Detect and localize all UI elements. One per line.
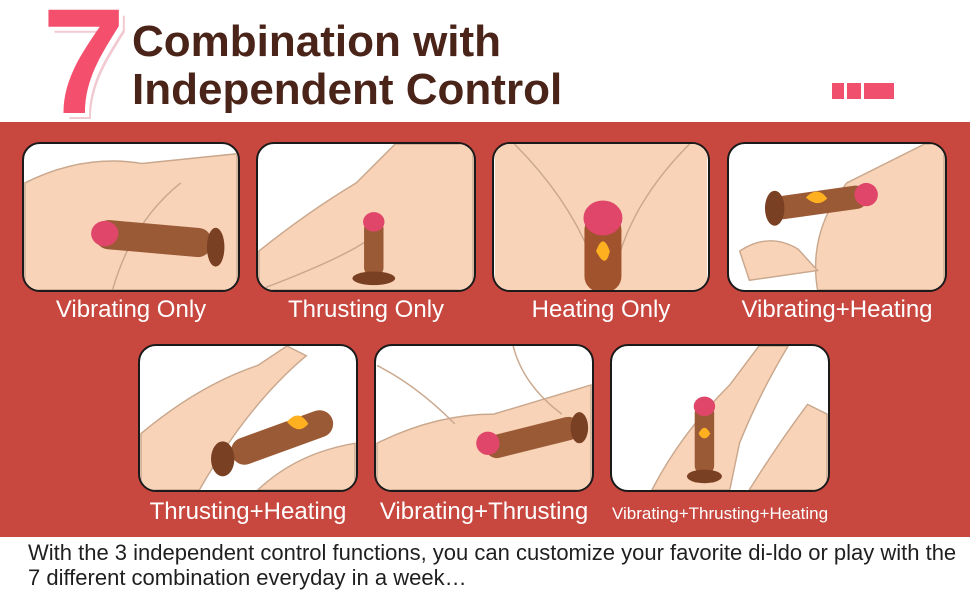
mode-illustration <box>24 152 238 290</box>
footer-description: With the 3 independent control functions… <box>28 540 957 590</box>
mode-card-vibrating-only <box>22 142 240 292</box>
mode-illustration <box>738 144 945 290</box>
mode-label-heating-only: Heating Only <box>531 296 671 323</box>
mode-card-vibrating-thrusting-heating <box>610 344 830 492</box>
page-title: Combination with Independent Control <box>132 18 562 113</box>
title-line-2: Independent Control <box>132 64 563 114</box>
mode-label-vibrating-heating: Vibrating+Heating <box>741 296 933 323</box>
mode-illustration <box>651 346 828 490</box>
mode-label-vibrating-thrusting: Vibrating+Thrusting <box>379 498 589 525</box>
mode-illustration <box>140 346 356 490</box>
header: 7 Combination with Independent Control <box>0 0 970 136</box>
mode-label-vibrating-thrusting-heating: Vibrating+Thrusting+Heating <box>611 504 829 523</box>
mode-label-thrusting-only: Thrusting Only <box>287 296 445 323</box>
title-line-1: Combination with <box>132 17 502 66</box>
mode-card-thrusting-heating <box>138 344 358 492</box>
mode-card-heating-only <box>492 142 710 292</box>
mode-illustration <box>376 346 592 490</box>
mode-card-thrusting-only <box>256 142 476 292</box>
mode-illustration <box>494 144 708 290</box>
decorative-bars <box>832 83 894 99</box>
feature-number: 7 <box>42 0 126 145</box>
mode-label-thrusting-heating: Thrusting+Heating <box>149 498 347 525</box>
mode-card-vibrating-heating <box>727 142 947 292</box>
mode-illustration <box>258 144 474 290</box>
mode-card-vibrating-thrusting <box>374 344 594 492</box>
mode-label-vibrating-only: Vibrating Only <box>55 296 207 323</box>
